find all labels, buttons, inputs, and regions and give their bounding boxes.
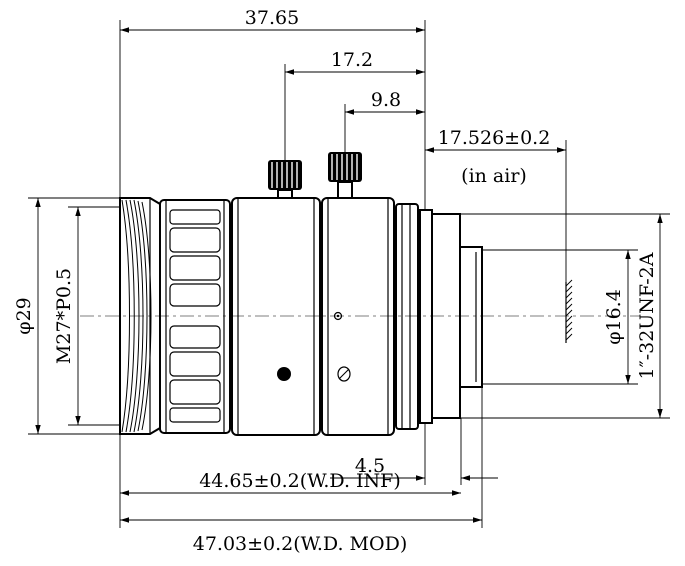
dim-filter-thread: M27*P0.5 <box>53 268 75 364</box>
image-plane-symbol <box>565 279 573 343</box>
lens-body <box>80 152 640 436</box>
index-dot-center <box>336 314 340 318</box>
dim-front-diameter: φ29 <box>13 297 35 334</box>
set-screw-hole <box>277 367 291 381</box>
dim-mount-length: 4.5 <box>355 455 385 477</box>
dim-length-mod: 47.03±0.2(W.D. MOD) <box>193 533 408 555</box>
focus-lock-knob <box>268 160 302 199</box>
index-dot <box>333 311 343 321</box>
dim-iris-knob: 9.8 <box>371 89 401 111</box>
iris-lock-knob <box>328 152 362 199</box>
dim-mount-thread: 1″-32UNF-2A <box>636 252 658 379</box>
dimension-lines <box>28 20 670 528</box>
dim-flange-back: 17.526±0.2 <box>438 127 551 149</box>
dim-overall-top: 37.65 <box>245 7 299 29</box>
barrel <box>231 197 483 436</box>
dim-focus-knob: 17.2 <box>331 49 373 71</box>
focus-grip-ring <box>159 199 231 434</box>
dim-rear-diameter: φ16.4 <box>603 289 625 345</box>
dim-length-inf: 44.65±0.2(W.D. INF) <box>199 470 401 492</box>
dim-flange-note: (in air) <box>461 165 527 187</box>
iris-scale-mark <box>337 366 351 382</box>
